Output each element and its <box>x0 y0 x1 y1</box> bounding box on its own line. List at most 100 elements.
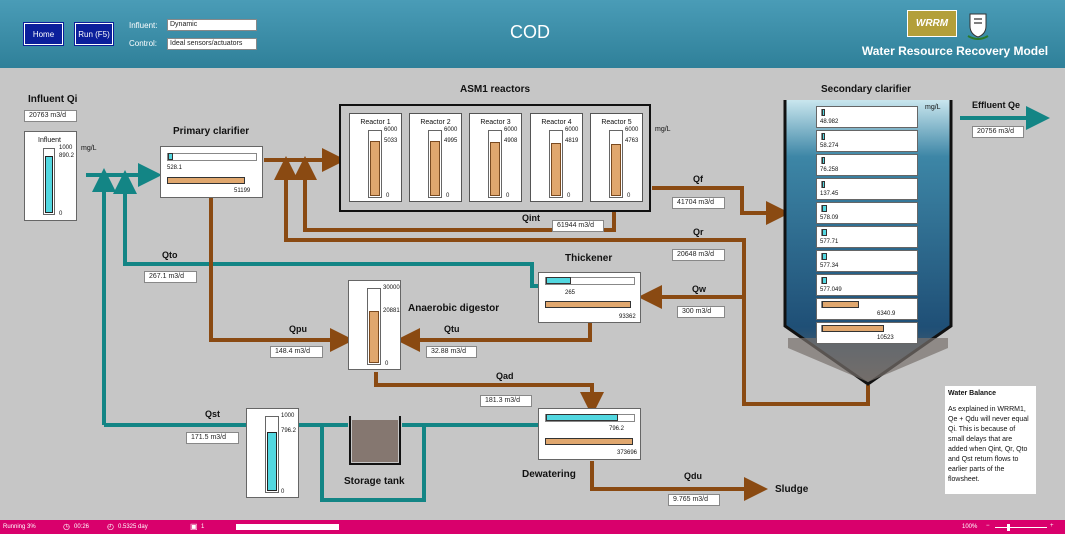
dewatering-bottom-value: 373696 <box>617 450 638 456</box>
reactor-name: Reactor 1 <box>360 119 391 126</box>
dewatering-top-bar <box>546 414 618 421</box>
qint-readout: 61944 m3/d <box>552 220 604 232</box>
primary-bottom-track <box>167 177 257 185</box>
secondary-clarifier-title: Secondary clarifier <box>821 84 912 95</box>
dewatering-top-value: 796.2 <box>609 426 625 432</box>
zoom-slider[interactable] <box>995 524 1047 531</box>
timer-icon: ◴ <box>107 522 114 531</box>
qpu-readout: 148.4 m3/d <box>270 346 323 358</box>
layer-bar <box>822 181 825 188</box>
storage-gauge-max: 1000 <box>281 413 295 419</box>
status-zoom: 100% <box>962 524 978 530</box>
layer-track <box>821 325 913 332</box>
influent-gauge-max: 1000 <box>59 145 73 151</box>
influent-gauge-zero: 0 <box>59 211 63 217</box>
zoom-out-button[interactable]: − <box>986 523 990 529</box>
run-button[interactable]: Run (F5) <box>75 23 113 45</box>
pipe-qto <box>113 170 539 288</box>
primary-clarifier-title: Primary clarifier <box>173 126 250 137</box>
layer-track <box>821 301 913 308</box>
reactor-gauge-fill <box>430 141 440 196</box>
storage-gauge-zero: 0 <box>281 489 285 495</box>
reactor-name: Reactor 5 <box>601 119 632 126</box>
reactor-name: Reactor 3 <box>480 119 511 126</box>
pipe-qr <box>274 156 870 406</box>
reactor-gauge-value: 5033 <box>384 138 398 144</box>
clarifier-layer-5: 578.09 <box>816 202 918 224</box>
layer-value: 48.982 <box>820 119 839 125</box>
qdu-readout: 9.765 m3/d <box>668 494 720 506</box>
layer-bar <box>822 205 827 212</box>
qpu-label: Qpu <box>289 324 307 334</box>
zoom-in-button[interactable]: + <box>1050 523 1054 529</box>
reactor-gauge-frame <box>368 130 382 198</box>
dewatering-bottom-bar <box>545 438 634 445</box>
reactor-gauge-max: 6000 <box>444 127 458 133</box>
reactor-gauge-value: 4819 <box>565 138 579 144</box>
sludge-label: Sludge <box>775 484 809 495</box>
thickener-panel: 265 93362 <box>538 272 641 323</box>
digester-gauge-fill <box>369 311 379 363</box>
storage-tank-icon <box>349 416 401 465</box>
layer-bar <box>822 301 859 308</box>
qtu-label: Qtu <box>444 324 460 334</box>
clock-icon: ◷ <box>63 522 70 531</box>
layer-bar <box>822 157 825 164</box>
header-bar: Home Run (F5) Influent: Dynamic Control:… <box>0 0 1065 68</box>
progress-fill <box>233 524 237 530</box>
influent-select[interactable]: Dynamic <box>167 19 257 31</box>
reactor-gauge-max: 6000 <box>625 127 639 133</box>
clarifier-layer-4: 137.45 <box>816 178 918 200</box>
brand-title: Water Resource Recovery Model <box>861 44 1049 58</box>
thickener-title: Thickener <box>565 253 613 264</box>
dewatering-title: Dewatering <box>522 469 576 480</box>
layer-track <box>821 133 913 140</box>
qf-readout: 41704 m3/d <box>672 197 725 209</box>
layer-track <box>821 205 913 212</box>
reactor-gauge-zero: 0 <box>386 193 390 199</box>
clarifier-layer-10: 10523 <box>816 322 918 344</box>
water-balance-text: As explained in WRRM1, Qe + Qdu will nev… <box>948 406 1029 483</box>
layer-value: 6340.9 <box>877 311 896 317</box>
influent-gauge-label: Influent <box>38 137 61 144</box>
digester-gauge-value: 20881 <box>383 308 400 314</box>
status-bar: Running 3% ◷ 00:26 ◴ 0.5325 day ▣ 1 100%… <box>0 520 1065 534</box>
qr-readout: 20648 m3/d <box>672 249 725 261</box>
clarifier-layer-1: 48.982 <box>816 106 918 128</box>
asm1-unit: mg/L <box>655 126 671 133</box>
zoom-slider-handle[interactable] <box>1007 524 1010 531</box>
effluent-flow-readout: 20756 m3/d <box>972 126 1024 138</box>
layer-value: 10523 <box>877 335 894 341</box>
storage-gauge-fill <box>267 431 277 491</box>
qr-label: Qr <box>693 227 704 237</box>
control-label: Control: <box>129 39 158 48</box>
reactor-gauge-zero: 0 <box>446 193 450 199</box>
digester-gauge-max: 30000 <box>383 285 400 291</box>
influent-label: Influent: <box>129 21 158 30</box>
pipe-qf <box>652 186 790 225</box>
thickener-bottom-bar <box>545 301 631 308</box>
control-select[interactable]: Ideal sensors/actuators <box>167 38 257 50</box>
pipe-qdu <box>590 461 768 501</box>
layer-value: 578.09 <box>820 215 839 221</box>
reactor-gauge-zero: 0 <box>506 193 510 199</box>
layer-bar <box>822 325 884 332</box>
digester-gauge-frame <box>367 288 381 365</box>
clarifier-layer-6: 577.71 <box>816 226 918 248</box>
logo-text: WRRM <box>915 18 949 29</box>
layer-track <box>821 109 913 116</box>
qf-label: Qf <box>693 174 703 184</box>
home-button[interactable]: Home <box>24 23 63 45</box>
dewatering-panel: 796.2 373696 <box>538 408 641 460</box>
reactor-gauge-fill <box>611 143 621 196</box>
qtu-readout: 32.88 m3/d <box>426 346 477 358</box>
thickener-bottom-value: 93362 <box>619 314 636 320</box>
qto-label: Qto <box>162 250 178 260</box>
qad-label: Qad <box>496 371 514 381</box>
water-balance-title: Water Balance <box>948 390 996 397</box>
influent-gauge: Influent 1000 890.2 0 <box>24 131 77 221</box>
primary-top-value: 528.1 <box>167 165 183 171</box>
influent-gauge-fill <box>45 156 53 213</box>
layer-value: 577.049 <box>820 287 842 293</box>
layer-track <box>821 181 913 188</box>
